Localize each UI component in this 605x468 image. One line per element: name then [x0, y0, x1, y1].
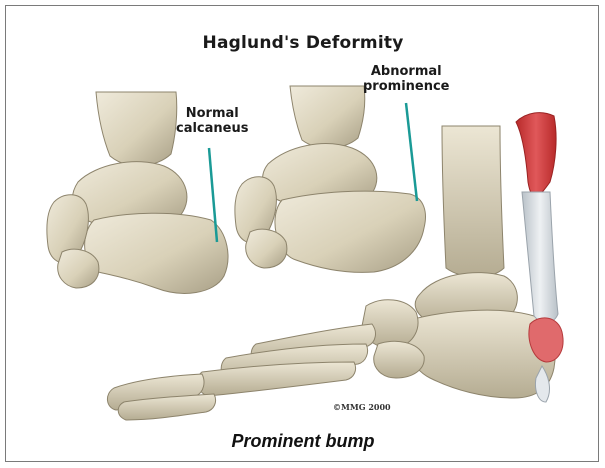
calcaneus-abnormal: [275, 191, 426, 272]
calcaneus-normal: [85, 213, 228, 293]
figure-frame: Haglund's Deformity Normal calcaneus Abn…: [5, 5, 599, 462]
tendon-body: [522, 192, 558, 323]
abnormal-ankle-bones: [235, 86, 426, 272]
tibia-right: [442, 126, 504, 277]
normal-calcaneus-label: Normal calcaneus: [176, 106, 248, 136]
figure-caption: Prominent bump: [6, 431, 599, 452]
copyright-notice: ©MMG 2000: [333, 402, 391, 412]
tibia-left: [96, 92, 177, 166]
figure-title: Haglund's Deformity: [6, 33, 599, 53]
haglund-illustration: [6, 6, 599, 462]
calf-muscle: [516, 113, 556, 197]
abnormal-prominence-label: Abnormal prominence: [363, 64, 450, 94]
tibia-middle: [290, 86, 365, 148]
abnormal-pointer-line: [406, 103, 417, 201]
